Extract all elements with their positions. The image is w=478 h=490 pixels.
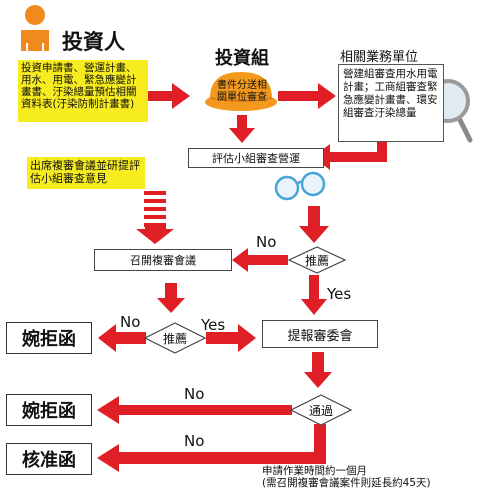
diamond-recommend — [287, 246, 347, 274]
investor-title: 投資人 — [62, 30, 125, 54]
diamond-pass — [289, 394, 353, 426]
investment-group-task: 書件分送相關單位審查 — [217, 80, 267, 103]
arrow-group-eval — [229, 115, 255, 143]
person-icon — [21, 5, 49, 51]
reject-letter-box-1: 婉拒函 — [6, 322, 92, 354]
arrow-group-units — [278, 83, 336, 109]
note-line-2: (需召開複審會議案件則延長約45天) — [262, 477, 431, 489]
no-label-recommend: No — [256, 233, 277, 251]
arrow-report-pass — [304, 352, 332, 388]
dashed-hatch — [144, 191, 166, 227]
glasses-icon — [274, 171, 326, 201]
hardhat-icon — [205, 72, 277, 111]
arrow-recommend-report — [301, 275, 327, 315]
flow-arrows — [97, 83, 387, 472]
arrow-pass-reject — [97, 396, 292, 424]
attend-meeting-box: 出席複審會議並研提評估小組審查意見 — [27, 157, 145, 189]
yes-label-recommend2: Yes — [201, 316, 226, 334]
investor-documents: 投資申請書、營運計畫、用水、用電、緊急應變計畫書、汙染總量預估相關資料表(汙染防… — [18, 60, 148, 122]
arrow-pass-approve — [97, 424, 326, 472]
investment-group-title: 投資組 — [215, 48, 269, 69]
note-line-1: 申請作業時間約一個月 — [262, 465, 367, 477]
arrow-recommend-convene — [232, 248, 288, 272]
arrow-units-eval — [313, 140, 387, 170]
arrow-recommend2-report — [206, 324, 256, 352]
decision-shapes — [143, 246, 353, 426]
arrow-convene-recommend2 — [157, 283, 185, 313]
diamond-recommend2 — [143, 322, 207, 354]
no-label-approve: No — [184, 432, 205, 450]
convene-meeting-box: 召開複審會議 — [94, 249, 232, 271]
no-label-pass: No — [184, 385, 205, 403]
arrow-attend-convene — [136, 227, 174, 244]
reject-letter-box-2: 婉拒函 — [6, 394, 92, 426]
arrow-investor-group — [148, 83, 190, 109]
arrow-eval-recommend — [299, 206, 329, 243]
evaluation-review-box: 評估小組審查營運 — [188, 148, 324, 168]
processing-time-note: 申請作業時間約一個月 (需召開複審會議案件則延長約45天) — [262, 465, 476, 489]
recommend2-label: 推薦 — [162, 331, 187, 346]
report-committee-box: 提報審委會 — [262, 320, 378, 348]
related-units-box: 營建組審查用水用電計畫；工商組審查緊急應變計畫書、環安組審查汙染總量 — [338, 64, 444, 142]
no-label-recommend2: No — [120, 313, 141, 331]
yes-label-recommend: Yes — [327, 285, 352, 303]
pass-label: 通過 — [308, 403, 333, 418]
arrow-recommend2-reject — [98, 324, 146, 352]
related-units-title: 相關業務單位 — [340, 50, 419, 65]
approve-letter-box: 核准函 — [6, 443, 92, 475]
recommend-label: 推薦 — [304, 253, 329, 268]
